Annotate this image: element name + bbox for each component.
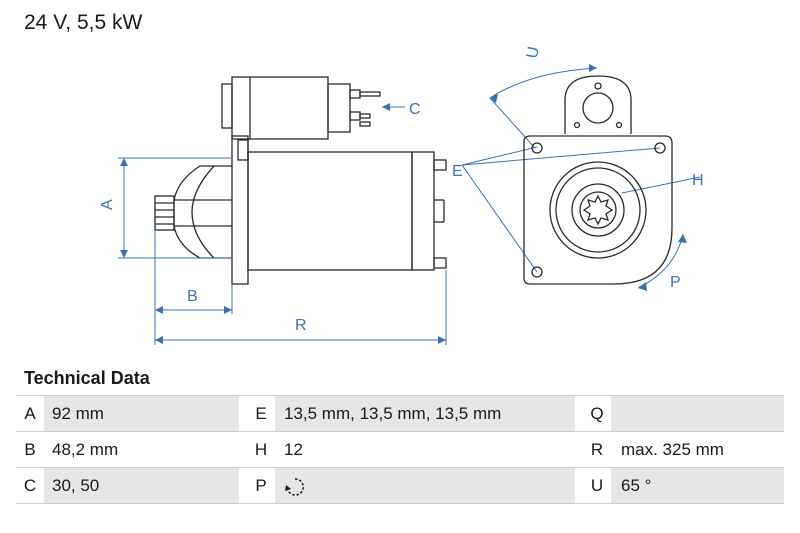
dimension-lines (118, 67, 701, 345)
technical-data-title: Technical Data (24, 368, 150, 388)
label-e: E (452, 163, 463, 180)
spec-value: 65 ° (621, 476, 652, 495)
label-h: H (692, 172, 704, 189)
column-divider (575, 396, 583, 431)
table-row: B 48,2 mm H 12 R max. 325 mm (16, 431, 784, 467)
clockwise-rotation-icon (285, 477, 304, 496)
column-divider (575, 468, 583, 503)
spec-value-icon (284, 468, 306, 503)
spec-key: Q (583, 396, 611, 431)
technical-data-table: A 92 mm E 13,5 mm, 13,5 mm, 13,5 mm Q B … (16, 395, 784, 504)
spec-value: max. 325 mm (621, 440, 724, 459)
label-p: P (670, 274, 681, 291)
table-row: A 92 mm E 13,5 mm, 13,5 mm, 13,5 mm Q (16, 395, 784, 431)
column-divider (239, 396, 247, 431)
spec-key: R (583, 432, 611, 467)
label-c: C (409, 101, 421, 118)
label-r: R (295, 317, 307, 334)
spec-key: U (583, 468, 611, 503)
spec-key: P (247, 468, 275, 503)
spec-value: 12 (284, 440, 303, 459)
dimension-arrowheads (120, 64, 687, 344)
spec-key: C (16, 468, 44, 503)
spec-value: 92 mm (52, 404, 104, 423)
front-view (523, 75, 673, 285)
product-heading: 24 V, 5,5 kW (24, 11, 143, 34)
drawing-letters: A B C E H P R U (99, 45, 704, 334)
table-row: C 30, 50 P U 65 ° (16, 467, 784, 504)
spec-value: 48,2 mm (52, 440, 119, 459)
side-view (154, 76, 447, 285)
label-u: U (524, 45, 543, 59)
column-divider (239, 468, 247, 503)
label-a: A (99, 199, 116, 210)
spec-key: B (16, 432, 44, 467)
spec-key: A (16, 396, 44, 431)
spec-key: E (247, 396, 275, 431)
spec-value: 30, 50 (52, 476, 100, 495)
label-b: B (187, 288, 198, 305)
spec-key: H (247, 432, 275, 467)
starter-motor-drawing: A B C E H P R U (99, 45, 704, 345)
spec-value: 13,5 mm, 13,5 mm, 13,5 mm (284, 404, 502, 423)
